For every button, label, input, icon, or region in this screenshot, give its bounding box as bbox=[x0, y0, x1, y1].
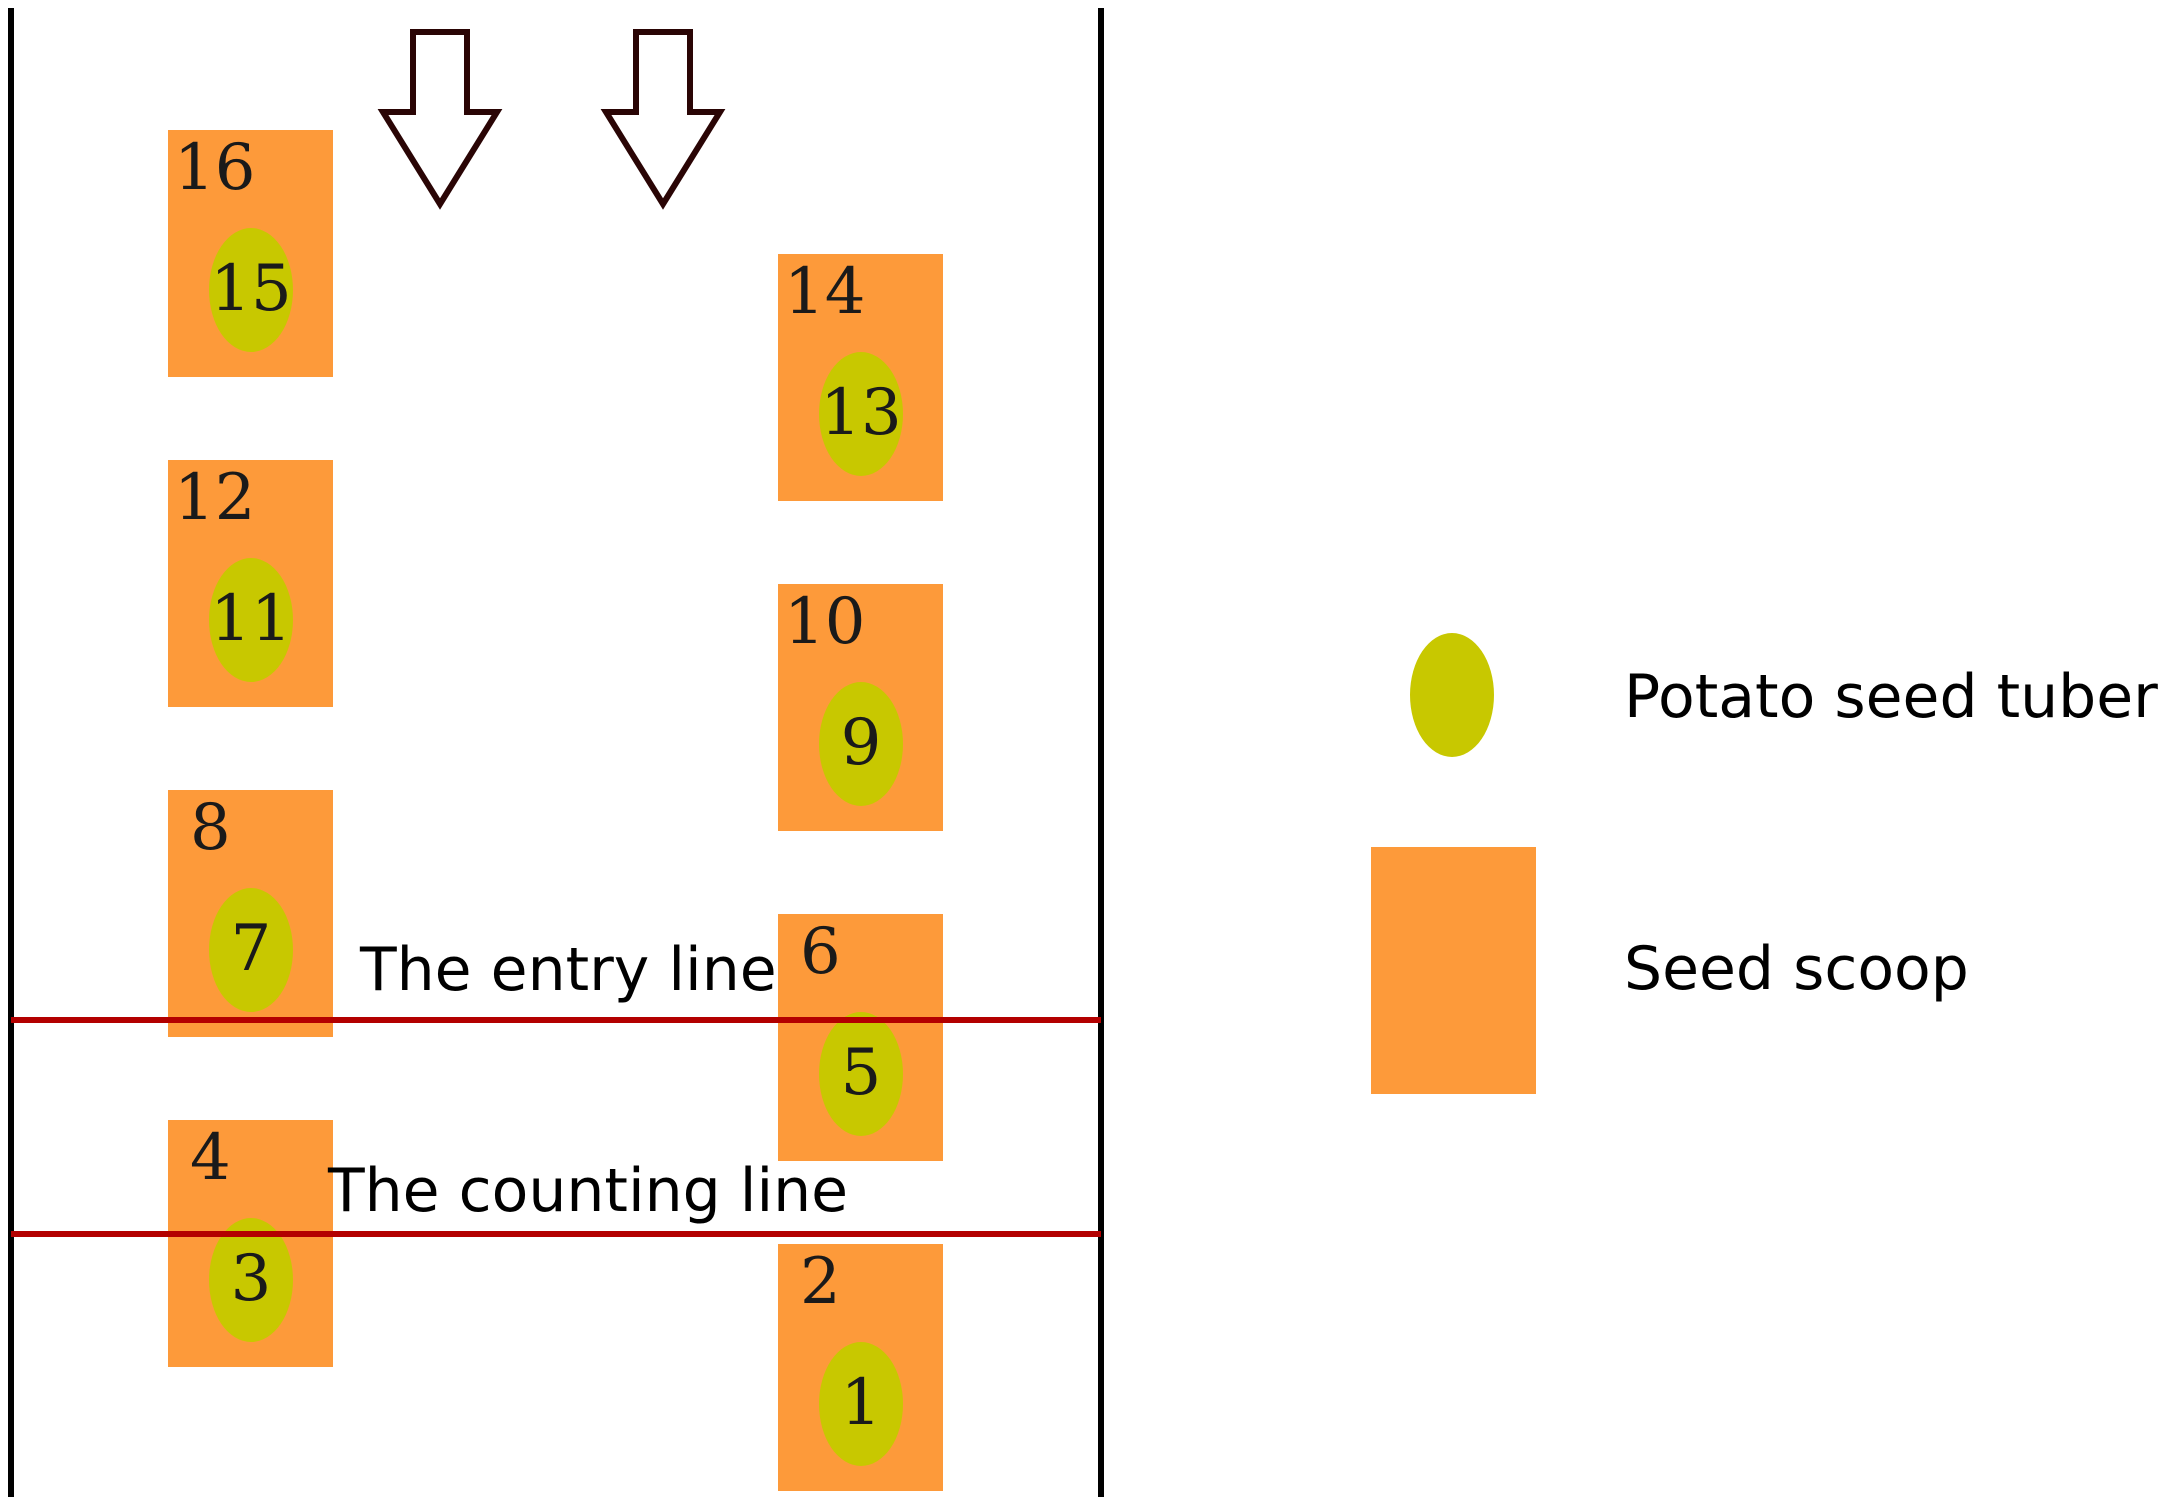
tuber bbox=[819, 1012, 903, 1136]
legend: Potato seed tuber Seed scoop bbox=[1371, 633, 2158, 1094]
tuber-number: 9 bbox=[841, 706, 882, 780]
legend-tuber-label: Potato seed tuber bbox=[1624, 662, 2158, 732]
tuber-number: 7 bbox=[231, 912, 272, 986]
seed-scoop: 43 bbox=[168, 1120, 333, 1367]
scoop-number: 14 bbox=[784, 255, 865, 329]
seed-scoop: 21 bbox=[778, 1244, 943, 1491]
scoop-number: 4 bbox=[190, 1121, 231, 1195]
tuber bbox=[209, 558, 293, 682]
tuber bbox=[819, 1342, 903, 1466]
legend-tuber-swatch bbox=[1410, 633, 1494, 757]
scoop-number: 6 bbox=[800, 915, 841, 989]
seed-scoop: 14 13 bbox=[778, 254, 943, 501]
tuber-number: 5 bbox=[841, 1036, 882, 1110]
scoop-number: 8 bbox=[190, 791, 231, 865]
counting-line-label: The counting line bbox=[327, 1156, 848, 1226]
scoop-number: 12 bbox=[174, 461, 255, 535]
scoop-number: 10 bbox=[784, 585, 865, 659]
legend-scoop-label: Seed scoop bbox=[1624, 934, 1969, 1004]
seed-scoop: 12 11 bbox=[168, 460, 333, 707]
seed-scoop: 87 bbox=[168, 790, 333, 1037]
tuber bbox=[209, 228, 293, 352]
tuber-number: 15 bbox=[210, 252, 291, 326]
scoop-number: 2 bbox=[800, 1245, 841, 1319]
entry-line-label: The entry line bbox=[359, 935, 777, 1005]
tuber-number: 11 bbox=[210, 582, 291, 656]
seed-scoop: 10 9 bbox=[778, 584, 943, 831]
legend-scoop-swatch bbox=[1371, 847, 1536, 1094]
tuber bbox=[209, 1218, 293, 1342]
seed-scoop: 65 bbox=[778, 914, 943, 1161]
tuber bbox=[819, 682, 903, 806]
down-arrow-icon bbox=[600, 29, 726, 210]
down-arrow-icon bbox=[377, 29, 503, 210]
tuber-number: 13 bbox=[820, 376, 901, 450]
tuber-number: 3 bbox=[231, 1242, 272, 1316]
tuber bbox=[819, 352, 903, 476]
tuber bbox=[209, 888, 293, 1012]
tuber-number: 1 bbox=[841, 1366, 882, 1440]
scoop-number: 16 bbox=[174, 131, 255, 205]
